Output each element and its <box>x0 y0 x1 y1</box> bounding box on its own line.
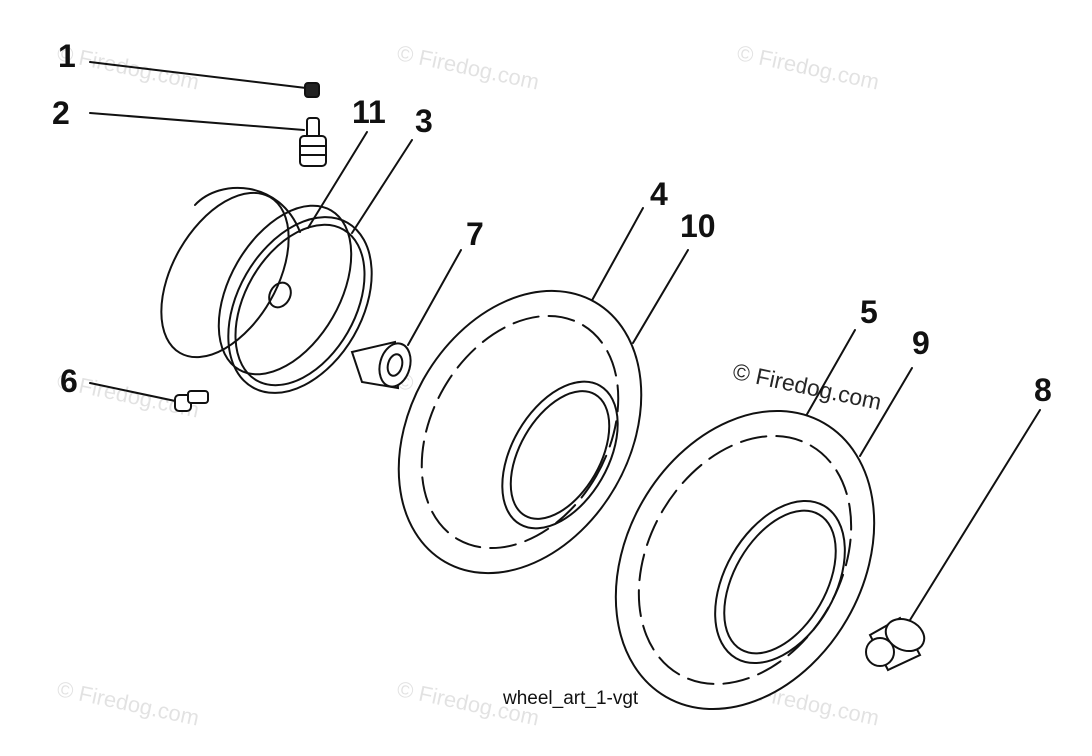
valve-cap-icon <box>304 82 320 98</box>
diagram-caption: wheel_art_1-vgt <box>503 688 639 709</box>
valve-stem-icon <box>299 117 327 167</box>
tire-rear <box>614 409 876 711</box>
callout-1: 1 <box>58 38 76 74</box>
callout-4: 4 <box>650 176 668 212</box>
callout-5: 5 <box>860 294 878 330</box>
wheel-rim <box>160 186 373 394</box>
callout-7: 7 <box>466 216 484 252</box>
hub-cap-icon <box>865 616 926 672</box>
callout-9: 9 <box>912 325 930 361</box>
callout-2: 2 <box>52 95 70 131</box>
callout-6: 6 <box>60 363 78 399</box>
callout-10: 10 <box>680 208 716 244</box>
grease-fitting-icon <box>174 390 209 412</box>
tire-front <box>397 289 643 575</box>
callout-3: 3 <box>415 103 433 139</box>
leader-lines <box>89 61 1041 621</box>
bushing-icon <box>350 340 412 390</box>
callout-8: 8 <box>1034 372 1052 408</box>
callout-11: 11 <box>352 94 386 130</box>
